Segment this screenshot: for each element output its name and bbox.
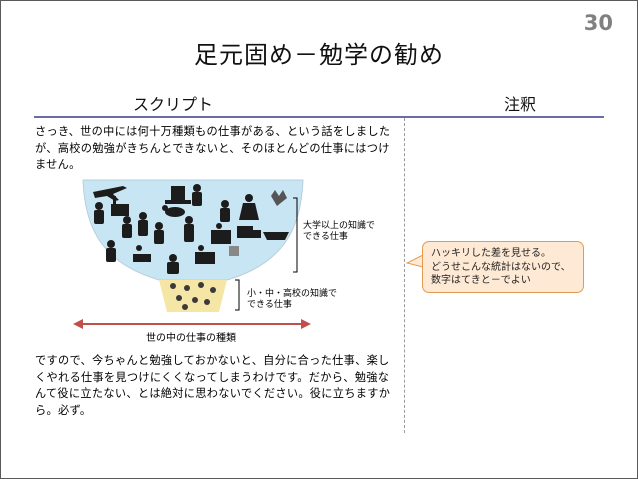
- note-line-2: どうせこんな統計はないので、: [431, 261, 571, 273]
- factory-icon: [111, 196, 129, 216]
- job-distribution-figure: 大学以上の知識で できる仕事 小・中・高校の知識で できる仕事 世の中の仕事の種…: [73, 179, 375, 344]
- basic-jobs-cup: [159, 280, 227, 312]
- businessman-icon: [94, 202, 104, 224]
- script-column-header: スクリプト: [133, 95, 214, 114]
- page-number: 30: [583, 11, 613, 35]
- worker-icon: [192, 184, 202, 206]
- pet-icon: [162, 205, 185, 217]
- university-bracket: [293, 197, 298, 273]
- airplane-icon: [93, 186, 127, 201]
- ship-icon: [263, 232, 289, 240]
- column-divider: [404, 118, 405, 433]
- office-icon: [165, 186, 191, 204]
- arrow-right-head: [301, 319, 311, 329]
- header-divider: [34, 116, 604, 118]
- highschool-bracket: [235, 279, 240, 311]
- highschool-label-1: 小・中・高校の知識で: [247, 287, 337, 299]
- note-column-header: 注釈: [504, 95, 537, 114]
- police-icon: [184, 216, 194, 242]
- slide-title: 足元固め－勉学の勧め: [194, 41, 444, 69]
- chef-icon: [154, 222, 164, 244]
- arrow-left-head: [73, 319, 83, 329]
- university-label-1: 大学以上の知識で: [303, 219, 375, 231]
- note-callout: ハッキリした差を見せる。 どうせこんな統計はないので、 数字はてきと－でよい: [422, 241, 584, 293]
- note-line-3: 数字はてきと－でよい: [431, 275, 531, 286]
- script-paragraph-2: ですので、今ちゃんと勉強しておかないと、自分に合った仕事、楽しくやれる仕事を見つ…: [35, 354, 391, 417]
- doctor-icon: [122, 216, 132, 238]
- occupation-silhouettes: [93, 184, 289, 274]
- truck-icon: [237, 226, 261, 238]
- university-label-2: できる仕事: [303, 230, 348, 242]
- basic-jobs-dots: [170, 282, 216, 310]
- highschool-label-2: できる仕事: [247, 298, 292, 310]
- note-bubble-tail: [406, 254, 424, 268]
- axis-label: 世の中の仕事の種類: [146, 331, 236, 344]
- script-paragraph-1: さっき、世の中には何十万種類もの仕事がある、という話をしましたが、高校の勉強がき…: [35, 125, 391, 172]
- note-line-1: ハッキリした差を見せる。: [431, 248, 551, 259]
